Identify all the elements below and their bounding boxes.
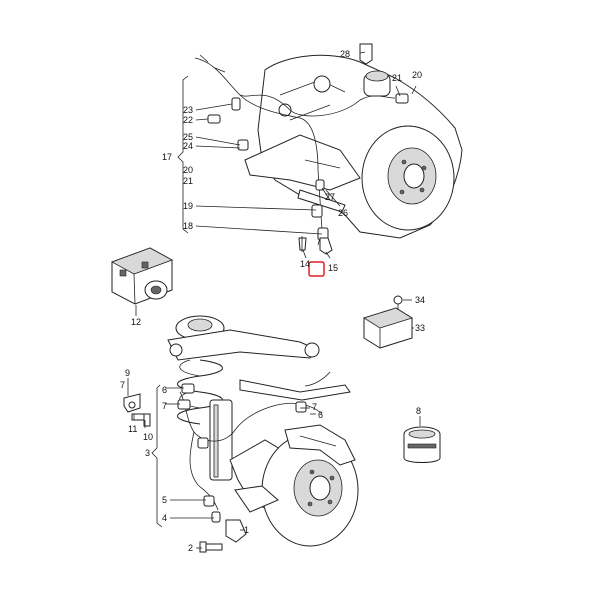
callout-14[interactable]: 14	[300, 259, 310, 269]
callout-6b[interactable]: 6	[318, 410, 323, 420]
callout-21b[interactable]: 21	[183, 176, 193, 186]
callout-1[interactable]: 1	[244, 525, 249, 535]
rear-axle-assembly	[244, 54, 463, 239]
callout-4[interactable]: 4	[162, 513, 167, 523]
callout-9[interactable]: 9	[125, 368, 130, 378]
callout-23[interactable]: 23	[183, 105, 193, 115]
lower-sensor-harness	[123, 371, 331, 553]
callout-7[interactable]: 7	[120, 380, 125, 390]
callout-34[interactable]: 34	[415, 295, 425, 305]
callout-21[interactable]: 21	[392, 73, 402, 83]
callout-6[interactable]: 6	[162, 385, 167, 395]
callout-19[interactable]: 19	[183, 201, 193, 211]
callout-20b[interactable]: 20	[183, 165, 193, 175]
callout-10[interactable]: 10	[143, 432, 153, 442]
group-17-bracket	[177, 51, 417, 259]
callout-15[interactable]: 15	[328, 263, 338, 273]
callout-20[interactable]: 20	[412, 70, 422, 80]
highlight-box[interactable]	[308, 261, 325, 277]
callout-11[interactable]: 11	[128, 424, 137, 434]
lower-callout-leaders	[127, 378, 316, 549]
callout-22[interactable]: 22	[183, 115, 193, 125]
callout-27[interactable]: 27	[325, 192, 335, 202]
callout-8[interactable]: 8	[416, 406, 421, 416]
callout-28[interactable]: 28	[340, 49, 350, 59]
callout-24[interactable]: 24	[183, 141, 193, 151]
callout-26[interactable]: 26	[338, 208, 348, 218]
callout-25[interactable]: 25	[183, 132, 193, 142]
callout-7c[interactable]: 7	[312, 402, 317, 412]
callout-18[interactable]: 18	[183, 221, 193, 231]
front-axle-assembly	[167, 315, 359, 547]
callout-2[interactable]: 2	[188, 543, 193, 553]
control-module	[363, 295, 414, 349]
abs-control-unit	[111, 247, 173, 316]
callout-33[interactable]: 33	[415, 323, 425, 333]
upper-sensor-harness	[194, 43, 409, 255]
bearing-sleeve	[403, 416, 441, 463]
callout-labels: 28 21 20 23 22 25 24 17 20 21 19 18 27 2…	[120, 49, 425, 553]
callout-12[interactable]: 12	[131, 317, 141, 327]
callout-17[interactable]: 17	[162, 152, 172, 162]
callout-3[interactable]: 3	[145, 448, 150, 458]
callout-7b[interactable]: 7	[162, 401, 167, 411]
callout-5[interactable]: 5	[162, 495, 167, 505]
